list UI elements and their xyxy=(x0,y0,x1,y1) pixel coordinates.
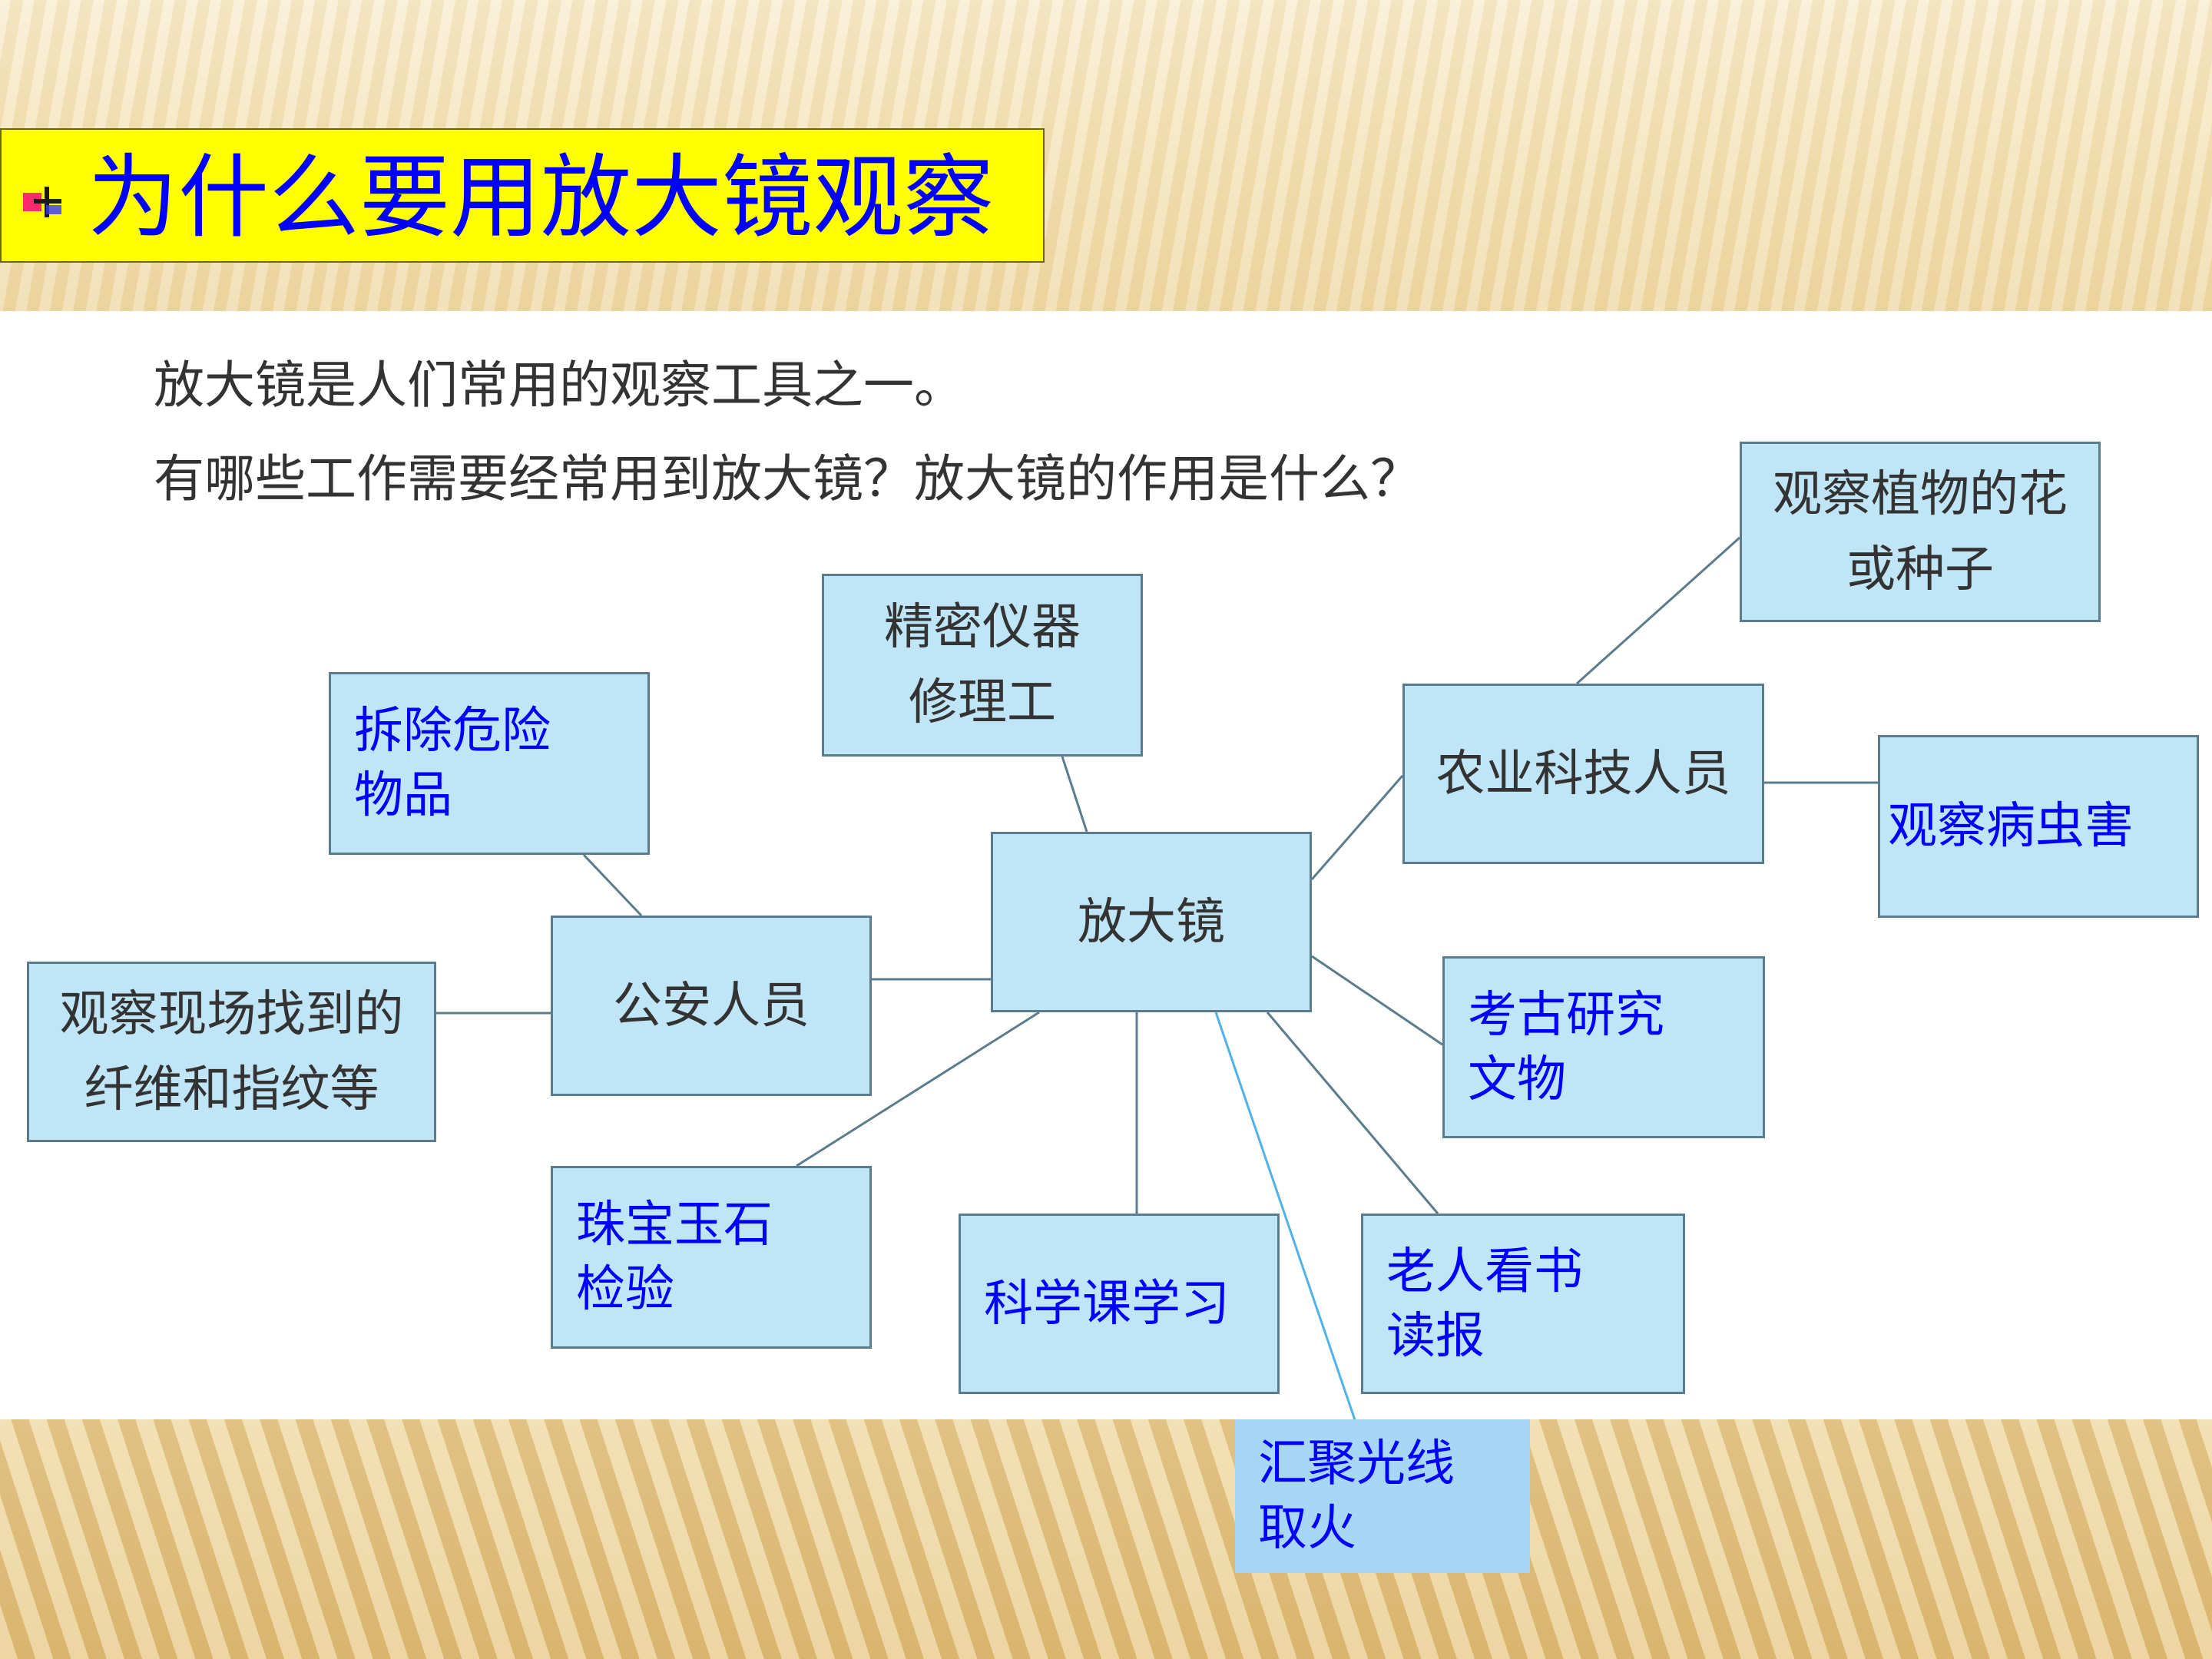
bullet-icon xyxy=(23,187,61,217)
link-center-fire xyxy=(1214,1012,1363,1441)
page-title: 为什么要用放大镜观察 xyxy=(88,144,995,250)
node-crime-scene: 观察现场找到的 纤维和指纹等 xyxy=(27,962,436,1142)
link-center-elderly xyxy=(1266,1012,1439,1214)
node-focus-light: 汇聚光线 取火 xyxy=(1235,1419,1530,1573)
link-police-explosive xyxy=(582,853,643,917)
node-science-class: 科学课学习 xyxy=(959,1214,1280,1394)
node-explosive-removal: 拆除危险 物品 xyxy=(329,672,650,855)
link-center-agri xyxy=(1310,775,1404,880)
node-precision-repair: 精密仪器 修理工 xyxy=(822,574,1143,757)
intro-text-line-2: 有哪些工作需要经常用到放大镜？放大镜的作用是什么？ xyxy=(154,449,1421,508)
node-archaeology: 考古研究 文物 xyxy=(1442,956,1765,1138)
link-center-repair xyxy=(1061,756,1088,833)
node-center-magnifier: 放大镜 xyxy=(991,832,1312,1012)
node-police: 公安人员 xyxy=(551,916,872,1096)
node-plant-flowers: 观察植物的花 或种子 xyxy=(1740,442,2101,622)
link-center-jewelry xyxy=(796,1011,1040,1167)
node-agri-tech: 农业科技人员 xyxy=(1402,684,1764,864)
title-banner: 为什么要用放大镜观察 xyxy=(0,128,1045,263)
link-center-archaeology xyxy=(1311,955,1443,1046)
node-pests: 观察病虫害 xyxy=(1878,735,2199,918)
node-elderly-reading: 老人看书 读报 xyxy=(1361,1214,1685,1394)
slide-background-bottom xyxy=(0,1419,2212,1659)
link-agri-plant xyxy=(1575,536,1741,685)
node-jewelry: 珠宝玉石 检验 xyxy=(551,1166,872,1349)
intro-text-line-1: 放大镜是人们常用的观察工具之一。 xyxy=(154,356,965,415)
